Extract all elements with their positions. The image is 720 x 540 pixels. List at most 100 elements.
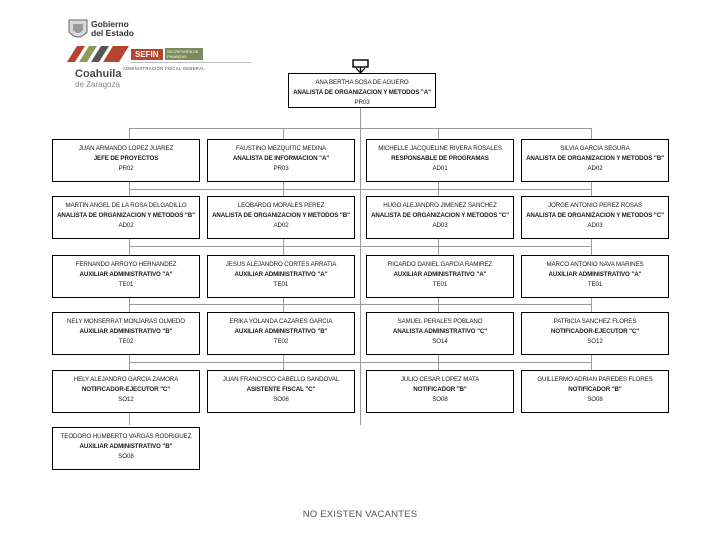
position-box: SAMUEL PERALES POBLANO ANALISTA ADMINIST… [366,312,514,355]
node-code: SO14 [432,338,448,345]
position-box: RICARDO DANIEL GARCIA RAMIREZ AUXILIAR A… [366,255,514,298]
connector-bus-4 [129,304,591,305]
position-box: HUGO ALEJANDRO JIMENEZ SANCHEZ ANALISTA … [366,196,514,239]
position-box: TEODORO HUMBERTO VARGAS RODRIGUEZ AUXILI… [52,427,200,470]
node-role: AUXILIAR ADMINISTRATIVO "A" [393,271,487,278]
node-code: TE01 [118,281,134,288]
node-role: ANALISTA DE ORGANIZACION Y METODOS "B" [212,212,350,219]
root-connector-icon [352,59,369,74]
position-box: MICHELLE JACQUELINE RIVERA ROSALES RESPO… [366,139,514,182]
position-box: PATRICIA SANCHEZ FLORES NOTIFICADOR-EJEC… [521,312,669,355]
node-role: RESPONSABLE DE PROGRAMAS [391,155,489,162]
node-role: NOTIFICADOR "B" [413,386,467,393]
connector-col2-vertical [283,128,284,373]
connector-bus-5 [129,362,591,363]
node-role: NOTIFICADOR-EJECUTOR "C" [81,386,171,393]
header-logo: Gobierno del Estado SEFIN SECRETARÍA DE … [55,18,255,90]
node-role: NOTIFICADOR "B" [568,386,622,393]
state-shield-icon [68,19,88,38]
admin-label: ADMINISTRACIÓN FISCAL GENERAL [123,66,205,71]
node-name: SILVIA GARCIA SEGURA [560,145,630,152]
node-role: ANALISTA DE ORGANIZACION Y METODOS "C" [526,212,664,219]
node-name: JULIO CESAR LOPEZ MATA [400,376,480,383]
gov-line-2: del Estado [91,28,134,38]
node-name: NELY MONSERRAT MONJARAS OLMEDO [67,318,185,325]
position-box: MARCO ANTONIO NAVA MARINES AUXILIAR ADMI… [521,255,669,298]
position-box: JESUS ALEJANDRO CORTES ARRATIA AUXILIAR … [207,255,355,298]
node-role: JEFE DE PROYECTOS [93,155,159,162]
gov-line-1: Gobierno [91,19,129,29]
brand-stripes-icon [67,46,129,62]
node-name: JESUS ALEJANDRO CORTES ARRATIA [225,261,337,268]
connector-bus-1 [129,128,591,129]
node-role: ANALISTA DE ORGANIZACION Y METODOS "B" [526,155,664,162]
node-code: TE01 [432,281,448,288]
node-name: MICHELLE JACQUELINE RIVERA ROSALES [378,145,502,152]
sefin-sub: SECRETARÍA DE FINANZAS [165,48,203,60]
position-box: FERNANDO ARROYO HERNANDEZ AUXILIAR ADMIN… [52,255,200,298]
node-code: PR03 [273,165,289,172]
node-name: JORGE ANTONIO PEREZ ROSAS [548,202,642,209]
node-name: GUILLERMO ADRIAN PAREDES FLORES [537,376,653,383]
root-position-box: ANA BERTHA SOSA DE AGUERO ANALISTA DE OR… [288,73,436,108]
position-box: MARTIN ANGEL DE LA ROSA DELGADILLO ANALI… [52,196,200,239]
node-role: AUXILIAR ADMINISTRATIVO "A" [79,271,173,278]
node-code: SO12 [587,338,603,345]
node-code: AD02 [118,222,134,229]
node-name: MARCO ANTONIO NAVA MARINES [546,261,644,268]
node-code: AD03 [587,222,603,229]
position-box: JORGE ANTONIO PEREZ ROSAS ANALISTA DE OR… [521,196,669,239]
node-role: ANALISTA DE ORGANIZACION Y METODOS "B" [57,212,195,219]
node-name: RICARDO DANIEL GARCIA RAMIREZ [387,261,493,268]
position-box: ERIKA YOLANDA CAZARES GARCIA AUXILIAR AD… [207,312,355,355]
node-code: AD02 [587,165,603,172]
node-role: ANALISTA DE ORGANIZACION Y METODOS "C" [371,212,509,219]
node-code: SO08 [273,396,289,403]
node-name: LEOBARDO MORALES PEREZ [237,202,325,209]
node-role: ANALISTA DE INFORMACION "A" [232,155,330,162]
connector-bus-3 [129,246,591,247]
node-role: AUXILIAR ADMINISTRATIVO "A" [234,271,328,278]
position-box: JULIO CESAR LOPEZ MATA NOTIFICADOR "B" S… [366,370,514,413]
node-code: TE01 [587,281,603,288]
node-code: AD02 [273,222,289,229]
position-box: SILVIA GARCIA SEGURA ANALISTA DE ORGANIZ… [521,139,669,182]
node-name: HELY ALEJANDRO GARCIA ZAMORA [73,376,179,383]
node-code: TE01 [273,281,289,288]
node-code: TE02 [273,338,289,345]
node-name: MARTIN ANGEL DE LA ROSA DELGADILLO [65,202,187,209]
node-code: SO08 [587,396,603,403]
node-code: AD03 [432,222,448,229]
position-box: NELY MONSERRAT MONJARAS OLMEDO AUXILIAR … [52,312,200,355]
node-name: TEODORO HUMBERTO VARGAS RODRIGUEZ [60,433,192,440]
node-name: JUAN ARMANDO LOPEZ JUAREZ [78,145,174,152]
position-box: JUAN FRANCISCO CABELLO SANDOVAL ASISTENT… [207,370,355,413]
node-role: ANALISTA ADMINISTRATIVO "C" [392,328,488,335]
position-box: JUAN ARMANDO LOPEZ JUAREZ JEFE DE PROYEC… [52,139,200,182]
sefin-label: SEFIN [131,49,163,60]
node-role: ASISTENTE FISCAL "C" [246,386,316,393]
node-name: FAUSTINO MEZQUITIC MEDINA [236,145,326,152]
position-box: FAUSTINO MEZQUITIC MEDINA ANALISTA DE IN… [207,139,355,182]
node-name: HUGO ALEJANDRO JIMENEZ SANCHEZ [383,202,497,209]
node-code: SO12 [118,396,134,403]
node-role: AUXILIAR ADMINISTRATIVO "B" [79,328,173,335]
node-name: JUAN FRANCISCO CABELLO SANDOVAL [222,376,340,383]
node-code: SO08 [118,453,134,460]
node-role: AUXILIAR ADMINISTRATIVO "B" [79,443,173,450]
node-name: FERNANDO ARROYO HERNANDEZ [75,261,177,268]
position-box: LEOBARDO MORALES PEREZ ANALISTA DE ORGAN… [207,196,355,239]
vacancies-note: NO EXISTEN VACANTES [302,509,418,520]
node-role: AUXILIAR ADMINISTRATIVO "A" [548,271,642,278]
connector-bus-2 [129,189,591,190]
node-code: TE02 [118,338,134,345]
node-name: SAMUEL PERALES POBLANO [397,318,483,325]
state-sub: de Zaragoza [75,80,120,89]
connector-col3-vertical [438,128,439,373]
node-name: ANA BERTHA SOSA DE AGUERO [315,79,409,86]
node-name: PATRICIA SANCHEZ FLORES [553,318,637,325]
position-box: GUILLERMO ADRIAN PAREDES FLORES NOTIFICA… [521,370,669,413]
node-role: ANALISTA DE ORGANIZACION Y METODOS "A" [293,89,431,96]
state-name: Coahuila [75,68,122,80]
